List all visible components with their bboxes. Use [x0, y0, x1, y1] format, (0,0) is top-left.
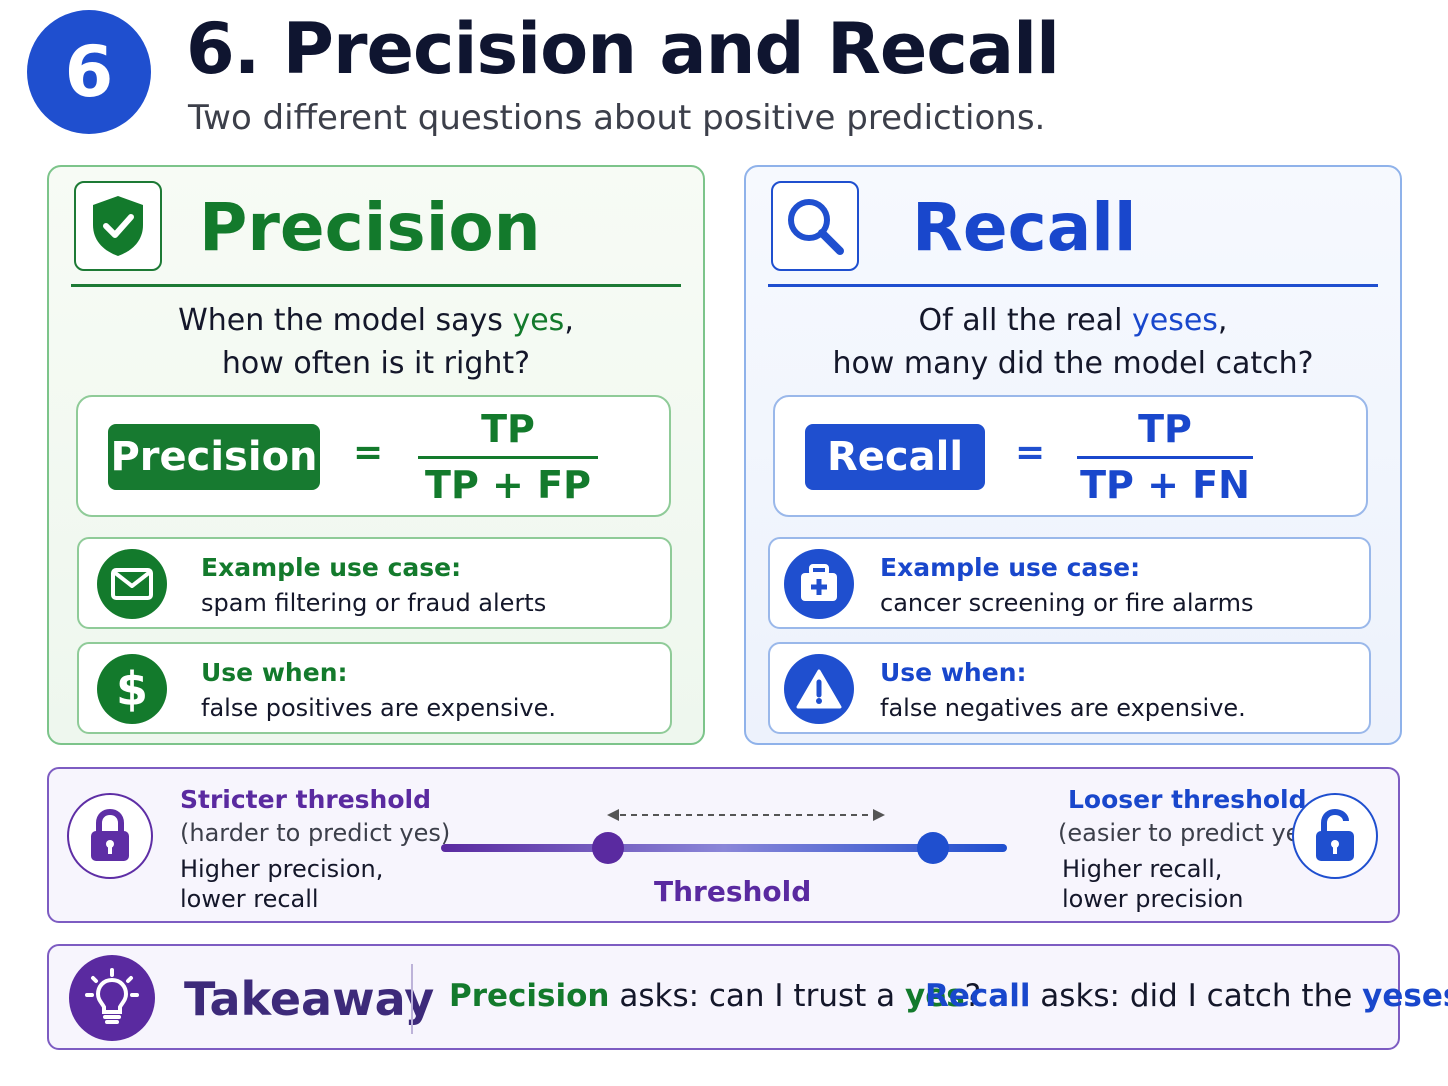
looser-threshold-heading: Looser threshold	[1068, 785, 1307, 814]
envelope-icon	[97, 549, 167, 619]
precision-panel: Precision When the model says yes, how o…	[47, 165, 705, 745]
stricter-threshold-heading: Stricter threshold	[180, 785, 431, 814]
divider	[71, 284, 681, 287]
double-arrow-icon	[607, 809, 885, 821]
lock-open-icon	[1292, 793, 1378, 879]
use-when-text: false negatives are expensive.	[880, 694, 1246, 722]
use-when-heading: Use when:	[201, 658, 348, 687]
example-heading: Example use case:	[880, 553, 1141, 582]
page-subtitle: Two different questions about positive p…	[188, 98, 1046, 138]
use-when-text: false positives are expensive.	[201, 694, 556, 722]
precision-example-card: Example use case: spam filtering or frau…	[77, 537, 672, 629]
threshold-slider	[441, 809, 1007, 864]
slider-knob-strict	[592, 832, 624, 864]
fraction-bar	[418, 456, 598, 459]
use-when-heading: Use when:	[880, 658, 1027, 687]
stricter-threshold-effect: Higher precision, lower recall	[180, 855, 384, 913]
vertical-divider	[411, 964, 413, 1034]
precision-formula: Precision = TP TP + FP	[76, 395, 671, 517]
threshold-label: Threshold	[654, 875, 812, 908]
looser-threshold-note: (easier to predict yes)	[1058, 819, 1323, 847]
page-title: 6. Precision and Recall	[186, 8, 1060, 90]
looser-threshold-effect: Higher recall, lower precision	[1062, 855, 1244, 913]
recall-formula-label: Recall	[805, 424, 985, 490]
medical-kit-icon	[784, 549, 854, 619]
slider-track	[441, 844, 1007, 852]
precision-use-card: $ Use when: false positives are expensiv…	[77, 642, 672, 734]
fraction-bar	[1077, 456, 1253, 459]
stricter-threshold-note: (harder to predict yes)	[180, 819, 451, 847]
formula-numerator: TP	[481, 407, 535, 451]
example-text: cancer screening or fire alarms	[880, 589, 1254, 617]
precision-title: Precision	[199, 189, 541, 266]
takeaway-precision: Precision asks: can I trust a yes?	[449, 978, 982, 1014]
lightbulb-icon	[69, 955, 155, 1041]
takeaway-panel: Takeaway Precision asks: can I trust a y…	[47, 944, 1448, 1050]
precision-question: When the model says yes, how often is it…	[178, 303, 574, 381]
dollar-icon: $	[97, 654, 167, 724]
takeaway-title: Takeaway	[184, 972, 435, 1026]
formula-denominator: TP + FN	[1080, 463, 1250, 507]
example-text: spam filtering or fraud alerts	[201, 589, 547, 617]
formula-numerator: TP	[1138, 407, 1192, 451]
divider	[768, 284, 1378, 287]
takeaway-recall: Recall asks: did I catch the yeses?	[925, 978, 1448, 1014]
section-number-badge: 6	[27, 10, 151, 134]
precision-formula-label: Precision	[108, 424, 320, 490]
recall-title: Recall	[912, 189, 1137, 266]
recall-example-card: Example use case: cancer screening or fi…	[768, 537, 1371, 629]
equals-sign: =	[353, 432, 384, 473]
slider-knob-loose	[917, 832, 949, 864]
lock-closed-icon	[67, 793, 153, 879]
recall-use-card: Use when: false negatives are expensive.	[768, 642, 1371, 734]
threshold-panel: Stricter threshold (harder to predict ye…	[47, 767, 1400, 923]
formula-denominator: TP + FP	[425, 463, 591, 507]
equals-sign: =	[1015, 432, 1046, 473]
recall-question: Of all the real yeses, how many did the …	[832, 303, 1314, 381]
warning-icon	[784, 654, 854, 724]
shield-check-icon	[74, 181, 162, 271]
magnifier-icon	[771, 181, 859, 271]
recall-formula: Recall = TP TP + FN	[773, 395, 1368, 517]
recall-panel: Recall Of all the real yeses, how many d…	[744, 165, 1402, 745]
example-heading: Example use case:	[201, 553, 462, 582]
svg-text:$: $	[116, 663, 148, 715]
